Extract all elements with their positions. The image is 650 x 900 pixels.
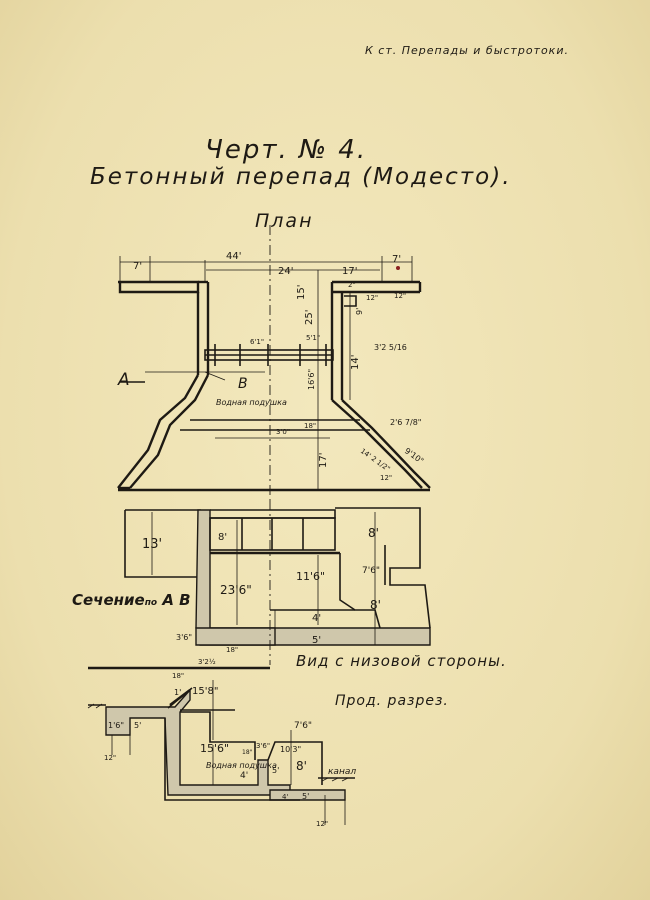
plan-dim-12c: 12" [380,474,392,482]
plan-dim-7a: 7' [133,261,142,272]
section-title-ab: A B [162,591,191,609]
plan-dim-44: 44' [226,251,241,262]
section-dim-18: 18" [226,646,238,654]
plan-dim-17a: 17' [342,266,357,277]
plan-dim-3-0: 3'0" [276,428,290,436]
profile-dim-4b: 4' [282,793,288,801]
downstream-view-title: Вид с низовой стороны. [296,652,507,670]
section-title: Сечениепо A B [72,591,191,609]
plan-dim-12b: 12" [394,292,406,300]
profile-dim-1-6: 1'6" [108,721,124,730]
section-dim-23-6: 23'6" [220,583,252,597]
profile-dim-12: 12" [104,754,116,762]
header-note: К ст. Перепады и быстротоки. [365,44,569,57]
section-dim-8c: 8' [370,598,381,612]
section-view: 13' 8' 23'6" 11'6" 8' 7'6" 8' 4' 5' 3'6"… [124,500,431,666]
profile-section-title: Прод. разрез. [335,693,449,709]
section-dim-8b: 8' [368,526,379,540]
plan-dim-15: 15' [296,285,307,300]
profile-dim-18b: 18" [242,749,253,756]
plan-dim-3-2: 3'2 5/16 [374,343,407,352]
plan-label-b: B [238,376,248,392]
plan-dim-12a: 12" [366,294,378,302]
profile-dim-5: 5' [134,721,141,730]
section-dim-13: 13' [142,537,162,552]
profile-dim-15-6: 15'6" [200,742,229,755]
drawing-title: Бетонный перепад (Модесто). [90,164,512,190]
section-dim-3-6: 3'6" [176,633,192,642]
profile-dim-18: 18" [172,672,184,680]
profile-dim-4: 4' [240,771,248,781]
profile-dim-1: 1' [174,688,181,697]
plan-view: 7' 44' 24' 17' 7' 15' 25' 12" 12" 9' 2" … [117,225,431,500]
plan-dim-17b: 17' [318,453,329,468]
section-dim-4: 4' [312,613,321,624]
profile-dim-5c: 5' [302,792,309,801]
plan-dim-9: 9' [355,308,364,315]
plan-dim-25: 25' [304,310,315,325]
plan-dim-16-6: 16'6" [307,369,316,390]
plan-dim-18: 18" [304,422,316,430]
profile-dim-15-8: 15'8" [192,686,218,697]
profile-canal-label: канал [328,767,356,777]
section-dim-7-6: 7'6" [362,566,380,576]
plan-dim-2-6: 2'6 7/8" [390,418,421,427]
profile-view: 18" 1' 15'8" 1'6" 5' 12" 7'6" 15'6" 3'6"… [87,666,356,828]
profile-dim-5b: 5' [272,766,279,775]
profile-dim-7-6: 7'6" [294,721,312,731]
plan-dim-7b: 7' [392,254,401,265]
profile-dim-10-3: 10'3" [280,745,301,754]
plan-dim-5-1: 5'1" [306,334,320,342]
profile-dim-8: 8' [296,759,307,773]
profile-water-cushion: Водная подушка [206,761,277,770]
section-title-small: по [144,598,158,608]
section-title-main: Сечение [72,591,145,609]
drawing-number: Черт. № 4. [205,135,368,165]
section-dim-8a: 8' [218,532,227,543]
profile-dim-12b: 12" [316,820,328,828]
section-dim-3-2: 3'2½ [198,658,216,666]
section-dim-11-6: 11'6" [296,570,325,583]
section-dim-5: 5' [312,635,321,646]
plan-water-cushion: Водная подушка [216,398,287,407]
plan-dim-24: 24' [278,266,293,277]
plan-dim-2: 2" [348,281,356,289]
plan-title: План [255,210,314,232]
plan-dim-14: 14' [350,355,361,370]
profile-dim-3-6: 3'6" [256,742,270,750]
plan-dim-6-1: 6'1" [250,338,264,346]
plan-label-a: A [117,370,130,390]
